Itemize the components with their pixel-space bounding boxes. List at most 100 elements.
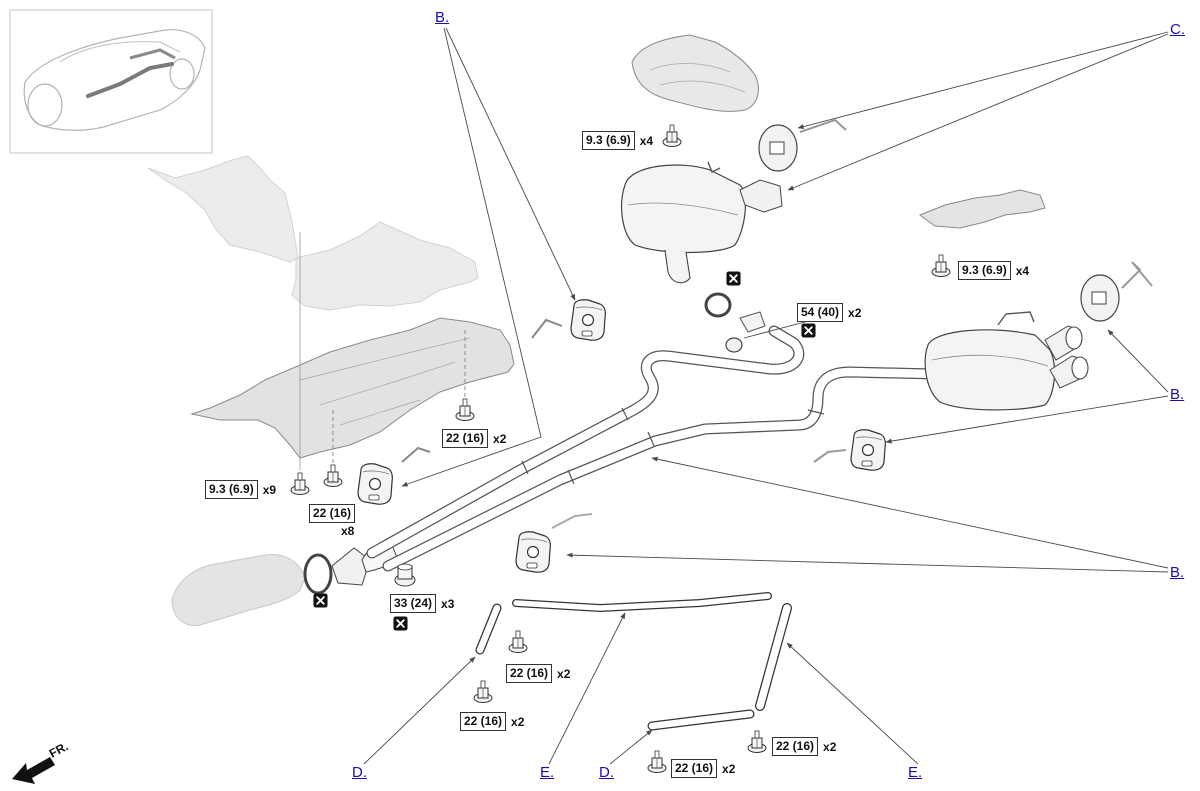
torque-value: 22 (16): [442, 429, 489, 448]
rubber-hanger: [515, 531, 551, 573]
bolt: [290, 472, 310, 495]
leader-b-to-center-hanger: [885, 395, 1169, 444]
torque-spec-muffler-joint: 54 (40) x2: [797, 303, 861, 322]
torque-value: 22 (16): [460, 712, 507, 731]
torque-spec-floor-shield: 22 (16) x2: [442, 429, 506, 448]
hanger-rod: [401, 446, 431, 463]
callout-link-d-left[interactable]: D.: [352, 764, 367, 781]
rubber-hanger: [570, 299, 606, 341]
torque-value: 22 (16): [506, 664, 553, 683]
bolt: [647, 750, 667, 773]
torque-qty: x8: [341, 524, 355, 538]
torque-spec-bracket-e-left: 22 (16) x2: [506, 664, 570, 683]
replace-x-icon: [313, 593, 328, 608]
inset-muffler-highlight: [129, 48, 176, 60]
pipe-joint-rings: [521, 407, 825, 485]
leader-c-to-flange: [787, 33, 1169, 191]
torque-qty: x2: [511, 714, 525, 729]
muffler-inlet-pipe: [664, 249, 691, 284]
heat-shield-ribs: [649, 63, 746, 93]
bolt: [508, 630, 528, 653]
callout-link-e-right[interactable]: E.: [908, 764, 923, 781]
replace-x-icon: [393, 616, 408, 631]
tailpipe-tip: [1065, 326, 1083, 350]
left-muffler-heat-shield: [631, 34, 759, 112]
bracket-d-left: [476, 604, 501, 654]
leader-b-top-to-front-hanger: [401, 27, 542, 487]
torque-qty: x2: [722, 761, 736, 776]
callout-link-b-top[interactable]: B.: [435, 9, 450, 26]
torque-qty: x9: [262, 482, 277, 497]
rubber-hanger: [357, 463, 393, 505]
muffler-outlet-flange: [739, 179, 783, 213]
inset-exhaust-highlight: [86, 62, 174, 98]
torque-spec-right-muffler-shield: 9.3 (6.9) x4: [958, 261, 1029, 280]
muffler-gasket: [704, 292, 732, 318]
replace-x-icon: [801, 323, 816, 338]
torque-qty: x3: [441, 596, 455, 611]
inset-car-roof: [59, 41, 181, 63]
torque-spec-front-flange: 33 (24) x3: [390, 594, 454, 613]
pipe-b-fill: [388, 372, 935, 566]
torque-value: 9.3 (6.9): [205, 480, 258, 499]
hanger-rod: [813, 449, 847, 463]
muffler-joint-nut: [725, 337, 743, 353]
hanger-rod: [551, 513, 593, 529]
callout-link-e-left[interactable]: E.: [540, 764, 555, 781]
replace-x-icon: [726, 271, 741, 286]
torque-value: 22 (16): [772, 737, 819, 756]
torque-value: 22 (16): [309, 504, 356, 523]
leader-c-to-upper-disc: [797, 31, 1169, 130]
bracket-d-right: [648, 710, 754, 730]
leader-d-left: [363, 656, 476, 765]
muffler-seam: [931, 354, 1049, 367]
callout-link-b-low-right[interactable]: B.: [1170, 564, 1185, 581]
leader-b-top-to-hanger: [445, 27, 576, 301]
inset-frame: [9, 9, 213, 154]
leader-b-to-pipe: [651, 456, 1169, 569]
exhaust-pipe-assembly: [372, 331, 935, 566]
bolt: [662, 124, 682, 147]
torque-spec-bracket-d-left: 22 (16) x2: [460, 712, 524, 731]
leader-e-right: [786, 642, 919, 765]
heat-shield-ribs: [299, 337, 471, 426]
torque-spec-bracket-e-right: 22 (16) x2: [772, 737, 836, 756]
torque-qty: x2: [848, 305, 862, 320]
inset-front-wheel: [27, 83, 63, 127]
left-rear-muffler: [620, 164, 746, 254]
callout-link-c[interactable]: C.: [1170, 21, 1185, 38]
muffler-bracket: [997, 311, 1035, 326]
torque-qty: x2: [493, 431, 507, 446]
torque-value: 22 (16): [671, 759, 718, 778]
hanger-rod: [531, 318, 563, 339]
torque-value: 54 (40): [797, 303, 844, 322]
right-hanger-disc-hole: [1091, 291, 1107, 305]
torque-spec-shield-large-bolts: 22 (16): [309, 504, 356, 523]
hanger-rod: [1121, 261, 1153, 289]
callout-link-d-center[interactable]: D.: [599, 764, 614, 781]
muffler-seam: [627, 202, 739, 216]
torque-qty: x2: [557, 666, 571, 681]
front-floor-heat-shield: [147, 155, 299, 263]
support-brackets: [475, 592, 792, 731]
inset-rear-wheel: [169, 58, 195, 90]
leader-d-center: [609, 729, 653, 765]
front-direction-label: FR.: [47, 739, 71, 760]
front-direction-indicator: FR.: [12, 739, 70, 784]
hanger-rod: [799, 118, 847, 133]
bolt: [747, 730, 767, 753]
bolt: [455, 398, 475, 421]
tailpipe-tip: [1071, 356, 1089, 380]
bolt: [931, 254, 951, 277]
leader-lines: [363, 27, 1169, 765]
torque-value: 9.3 (6.9): [582, 131, 635, 150]
bolt: [323, 464, 343, 487]
front-pipe-gasket: [303, 553, 333, 595]
right-muffler-heat-shield: [918, 189, 1046, 229]
callout-link-b-mid-right[interactable]: B.: [1170, 386, 1185, 403]
torque-spec-left-muffler-shield: 9.3 (6.9) x4: [582, 131, 653, 150]
right-rear-muffler: [924, 329, 1056, 411]
torque-qty: x4: [1015, 263, 1030, 278]
